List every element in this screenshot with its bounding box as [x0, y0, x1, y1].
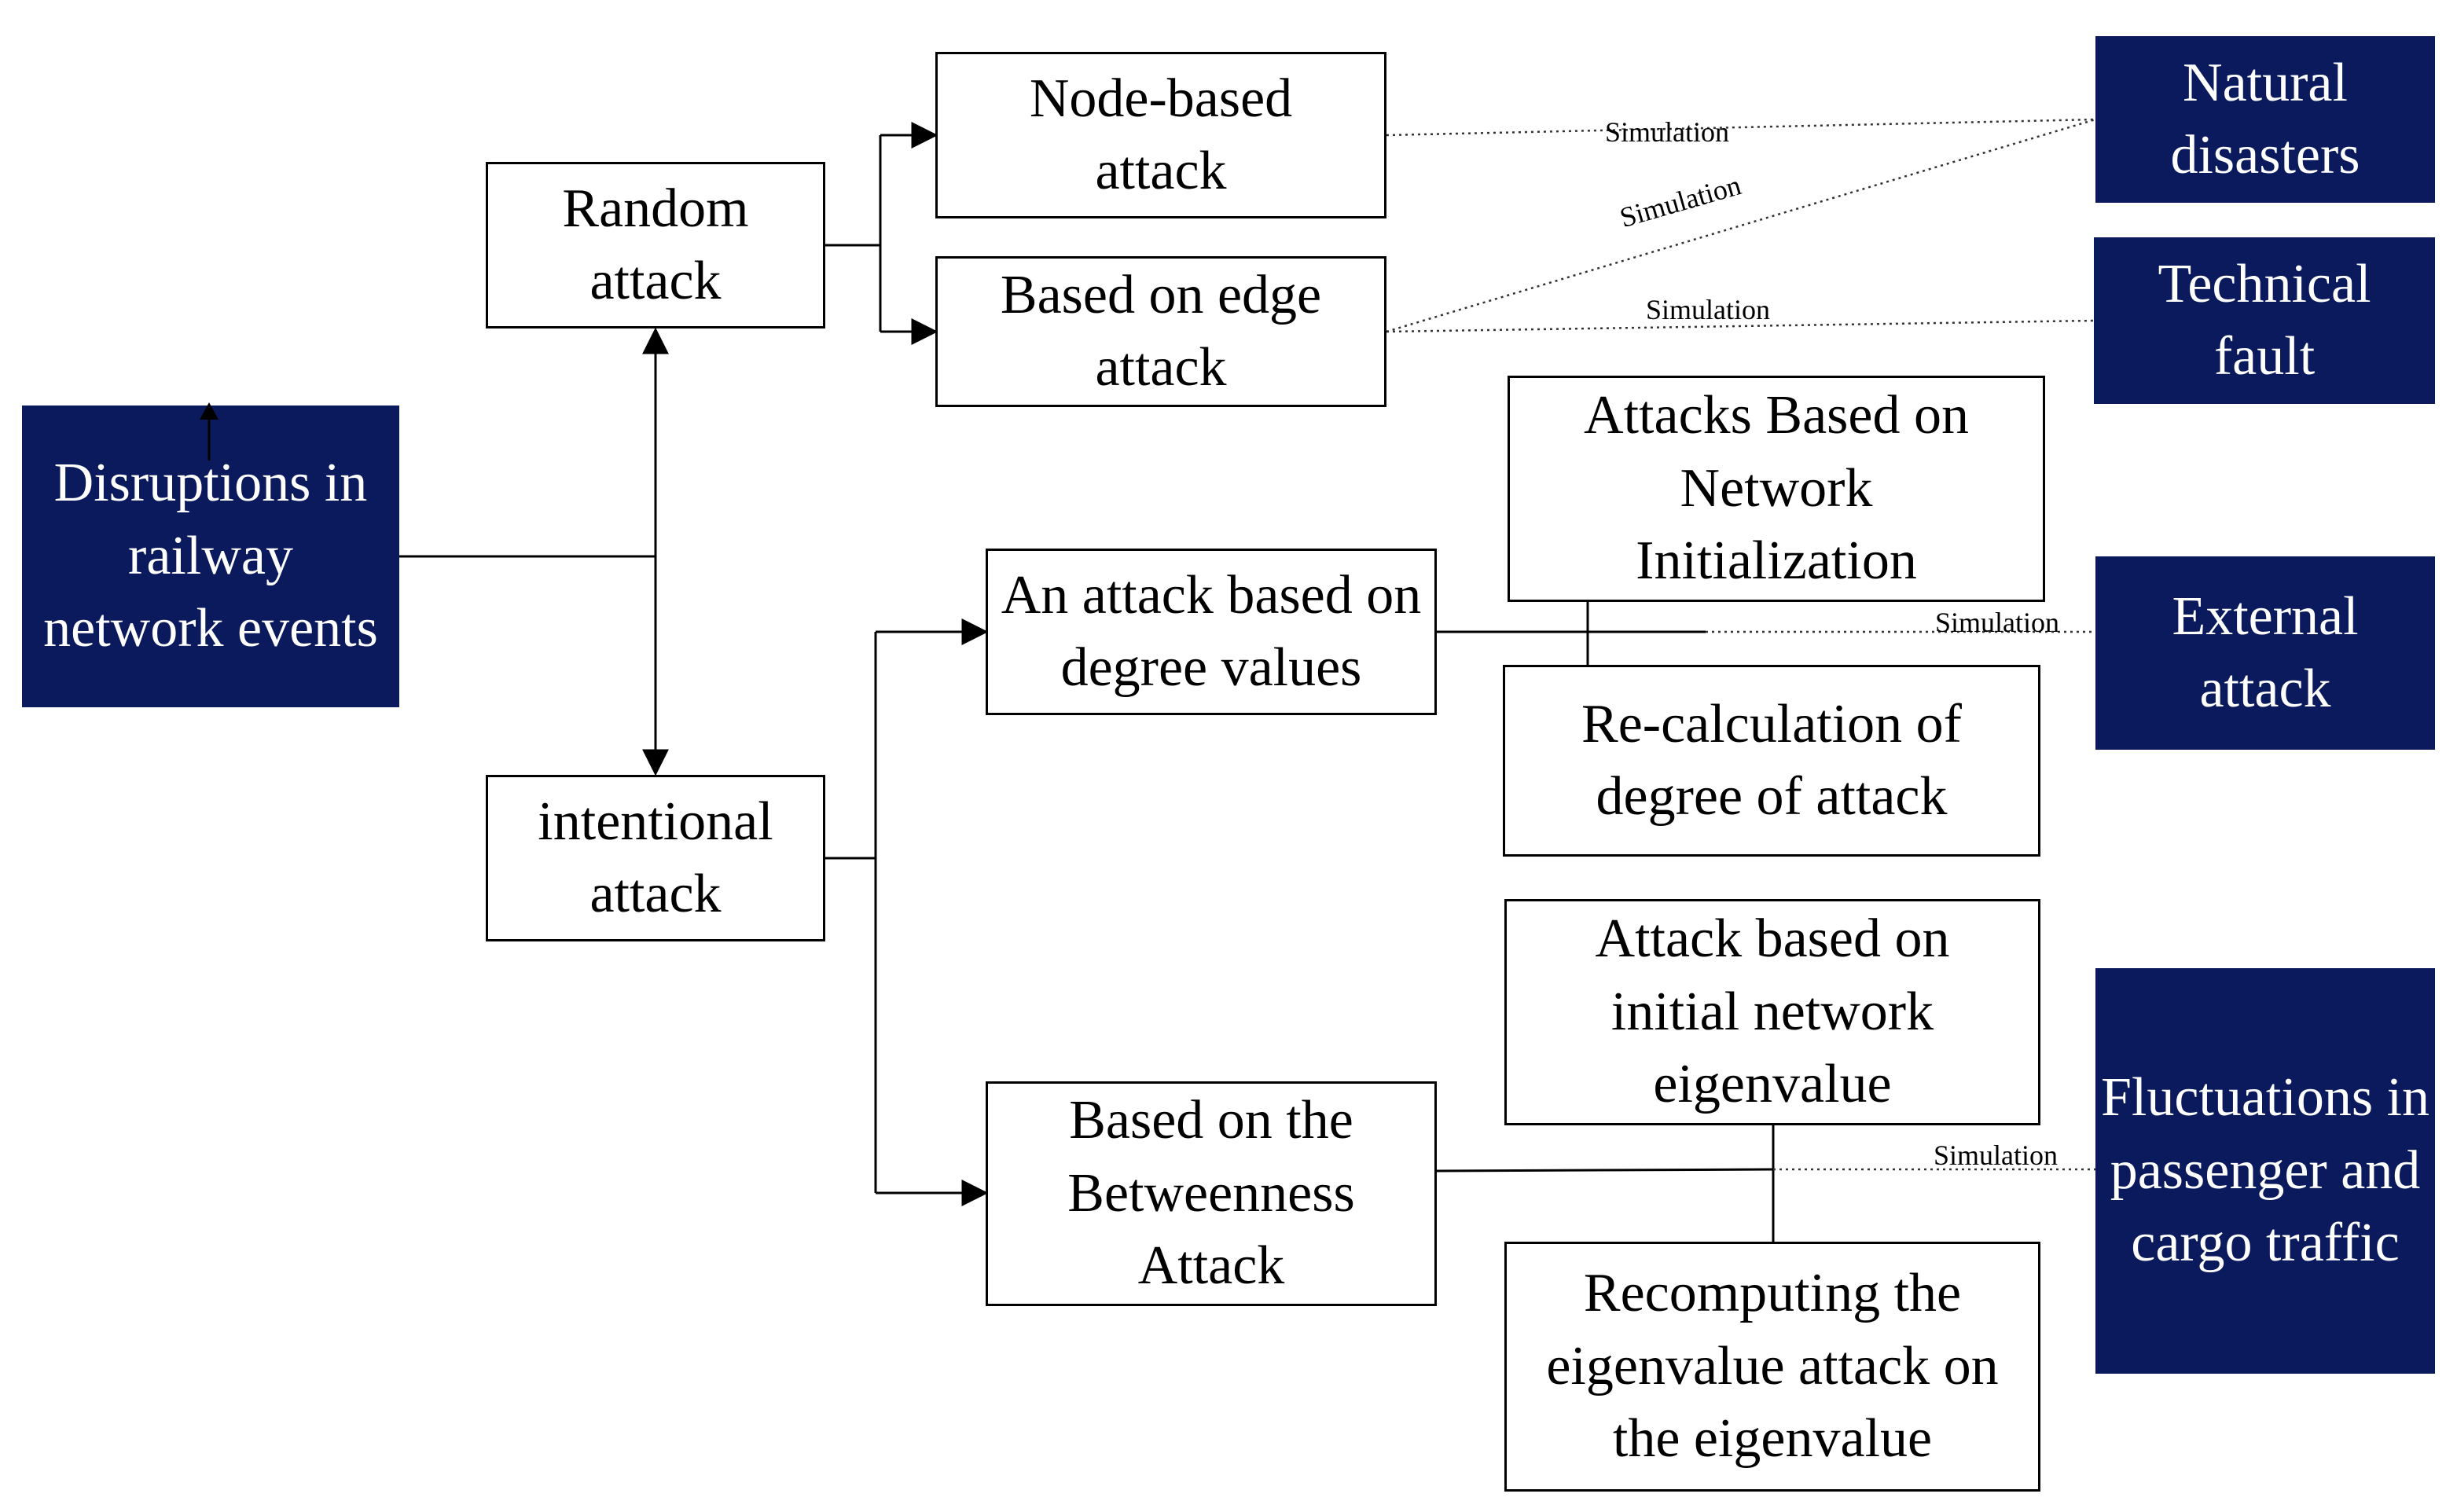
simulation-label: Simulation: [1605, 116, 1730, 148]
node-degree-values-attack-label: An attack based on degree values: [1001, 564, 1422, 698]
node-node-based-attack-label: Node-based attack: [1029, 68, 1293, 201]
node-external-attack-label: External attack: [2172, 585, 2359, 719]
node-edge-based-attack: Based on edge attack: [935, 256, 1386, 407]
simulation-link-node-natural: [1386, 118, 2096, 137]
node-network-initialization: Attacks Based on Network Initialization: [1508, 376, 2045, 602]
node-random-attack-label: Random attack: [562, 178, 749, 311]
node-recalculation-degree-label: Re-calculation of degree of attack: [1581, 693, 1962, 827]
node-fluctuations-traffic-label: Fluctuations in passenger and cargo traf…: [2100, 1067, 2430, 1274]
simulation-link-edge-technical: [1386, 319, 2095, 333]
simulation-label: Simulation: [1646, 294, 1771, 325]
node-technical-fault: Technical fault: [2094, 237, 2435, 404]
node-initial-eigenvalue: Attack based on initial network eigenval…: [1504, 899, 2040, 1125]
node-disruptions: Disruptions in railway network events: [22, 406, 399, 707]
node-betweenness-attack-label: Based on the Betweenness Attack: [1067, 1090, 1355, 1297]
node-degree-values-attack: An attack based on degree values: [986, 549, 1437, 715]
simulation-label: Simulation: [1934, 1140, 2059, 1171]
node-external-attack: External attack: [2095, 556, 2435, 750]
node-recompute-eigenvalue: Recomputing the eigenvalue attack on the…: [1504, 1242, 2040, 1492]
node-disruptions-label: Disruptions in railway network events: [43, 453, 378, 659]
node-fluctuations-traffic: Fluctuations in passenger and cargo traf…: [2095, 968, 2435, 1374]
node-natural-disasters-label: Natural disasters: [2170, 52, 2360, 185]
connector-betweenness-out: [1436, 1168, 1774, 1173]
node-intentional-attack: intentional attack: [486, 775, 825, 941]
simulation-link-edge-natural: [1386, 118, 2096, 333]
node-betweenness-attack: Based on the Betweenness Attack: [986, 1081, 1437, 1306]
node-edge-based-attack-label: Based on edge attack: [1000, 264, 1322, 398]
node-random-attack: Random attack: [486, 162, 825, 328]
node-node-based-attack: Node-based attack: [935, 52, 1386, 218]
cursor-arrow-icon: [200, 402, 219, 461]
node-initial-eigenvalue-label: Attack based on initial network eigenval…: [1595, 908, 1950, 1115]
node-intentional-attack-label: intentional attack: [538, 791, 773, 924]
simulation-label: Simulation: [1935, 607, 2060, 638]
node-natural-disasters: Natural disasters: [2095, 36, 2435, 203]
node-technical-fault-label: Technical fault: [2158, 253, 2371, 387]
node-recompute-eigenvalue-label: Recomputing the eigenvalue attack on the…: [1546, 1263, 1999, 1470]
node-recalculation-degree: Re-calculation of degree of attack: [1503, 665, 2040, 857]
node-network-initialization-label: Attacks Based on Network Initialization: [1584, 385, 1969, 592]
